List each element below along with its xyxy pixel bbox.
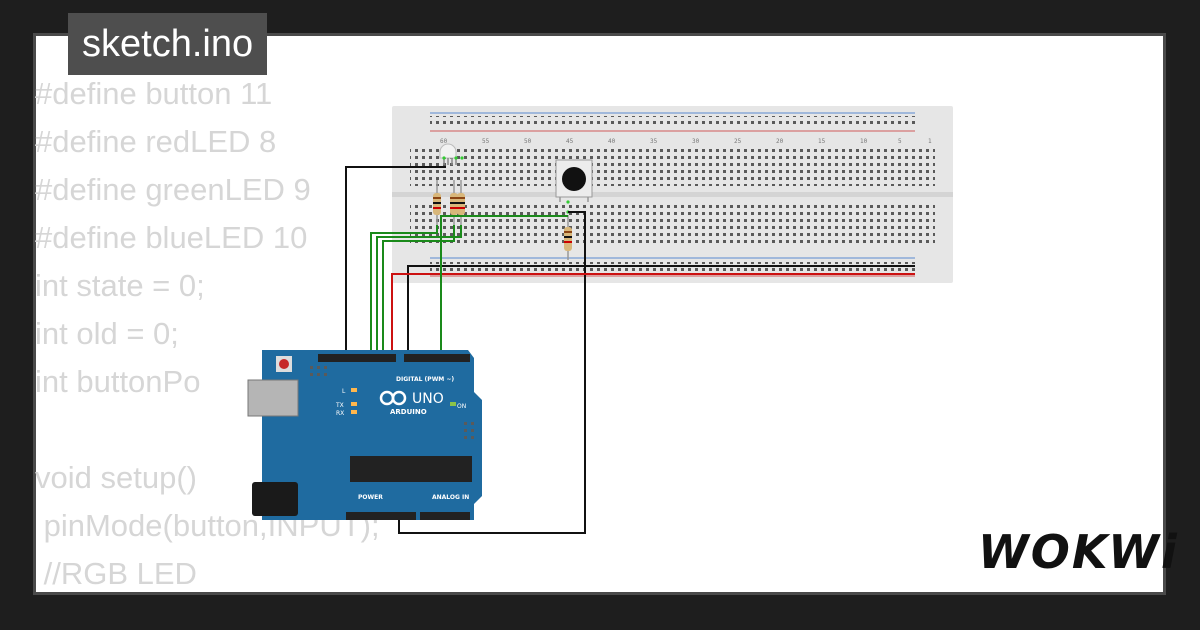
uno-label: UNO xyxy=(412,391,444,407)
arduino-brand-label: ARDUINO xyxy=(390,408,427,416)
arduino-uno-board[interactable]: ARDUINO UNO DIGITAL (PWM ~) POWER ANALOG… xyxy=(247,350,482,520)
wokwi-logo: WOKWi xyxy=(978,525,1179,579)
usb-port-icon xyxy=(247,379,299,417)
analog-header xyxy=(420,512,470,520)
bb-col-number: 5 xyxy=(898,138,902,145)
code-line: int buttonPo xyxy=(35,364,201,399)
digital-header-left xyxy=(318,354,396,362)
bb-col-number: 20 xyxy=(776,138,784,145)
wire-red[interactable] xyxy=(391,273,915,360)
bb-col-number: 1 xyxy=(928,138,932,145)
wire-black[interactable] xyxy=(345,166,446,360)
wire-green[interactable] xyxy=(376,225,462,360)
resistor[interactable] xyxy=(450,180,458,225)
rx-label: RX xyxy=(336,410,344,417)
code-preview: #define button 11 #define redLED 8 #define… xyxy=(35,70,380,598)
bb-col-number: 35 xyxy=(650,138,658,145)
bb-col-number: 15 xyxy=(818,138,826,145)
bb-col-number: 25 xyxy=(734,138,742,145)
file-tab[interactable]: sketch.ino xyxy=(68,13,268,75)
code-line: int state = 0; xyxy=(35,268,205,303)
power-jack-icon xyxy=(252,482,298,516)
code-line: void setup() xyxy=(35,460,197,495)
analog-label: ANALOG IN xyxy=(432,494,469,501)
led-resistors[interactable] xyxy=(433,180,465,225)
arduino-logo-icon xyxy=(379,390,407,406)
code-line: //RGB LED xyxy=(35,556,197,591)
resistor[interactable] xyxy=(564,215,572,260)
on-led-icon xyxy=(450,402,456,406)
code-line: #define greenLED 9 xyxy=(35,172,311,207)
code-line: int old = 0; xyxy=(35,316,179,351)
digital-header-right xyxy=(404,354,470,362)
power-header xyxy=(346,512,416,520)
bb-col-number: 45 xyxy=(566,138,574,145)
reset-button-icon[interactable] xyxy=(279,359,289,369)
wires xyxy=(345,166,915,534)
bb-col-number: 50 xyxy=(524,138,532,145)
wire-green[interactable] xyxy=(382,225,455,360)
bb-col-number: 30 xyxy=(692,138,700,145)
bb-col-number: 40 xyxy=(608,138,616,145)
code-line: #define redLED 8 xyxy=(35,124,277,159)
wire-green[interactable] xyxy=(370,225,438,360)
resistor[interactable] xyxy=(433,180,441,225)
tx-led-icon xyxy=(351,402,357,406)
rx-led-icon xyxy=(351,410,357,414)
digital-label: DIGITAL (PWM ~) xyxy=(396,376,454,383)
resistor[interactable] xyxy=(457,180,465,225)
button-cap-icon[interactable] xyxy=(562,167,586,191)
rgb-led[interactable] xyxy=(439,143,464,165)
bb-col-number: 55 xyxy=(482,138,490,145)
wire-black[interactable] xyxy=(407,265,915,360)
bb-col-number: 10 xyxy=(860,138,868,145)
power-label: POWER xyxy=(358,494,383,501)
tx-label: TX xyxy=(335,402,344,409)
wire-green[interactable] xyxy=(440,215,568,360)
l-label: L xyxy=(342,388,346,395)
code-line: #define button 11 xyxy=(35,76,273,111)
bb-col-number: 60 xyxy=(440,138,448,145)
atmega-chip xyxy=(350,456,472,482)
on-label: ON xyxy=(457,403,466,410)
breadboard: 60 55 50 45 40 35 30 25 20 15 10 5 1 xyxy=(392,106,953,283)
push-button[interactable] xyxy=(555,159,593,214)
l-led-icon xyxy=(351,388,357,392)
code-line: #define blueLED 10 xyxy=(35,220,308,255)
